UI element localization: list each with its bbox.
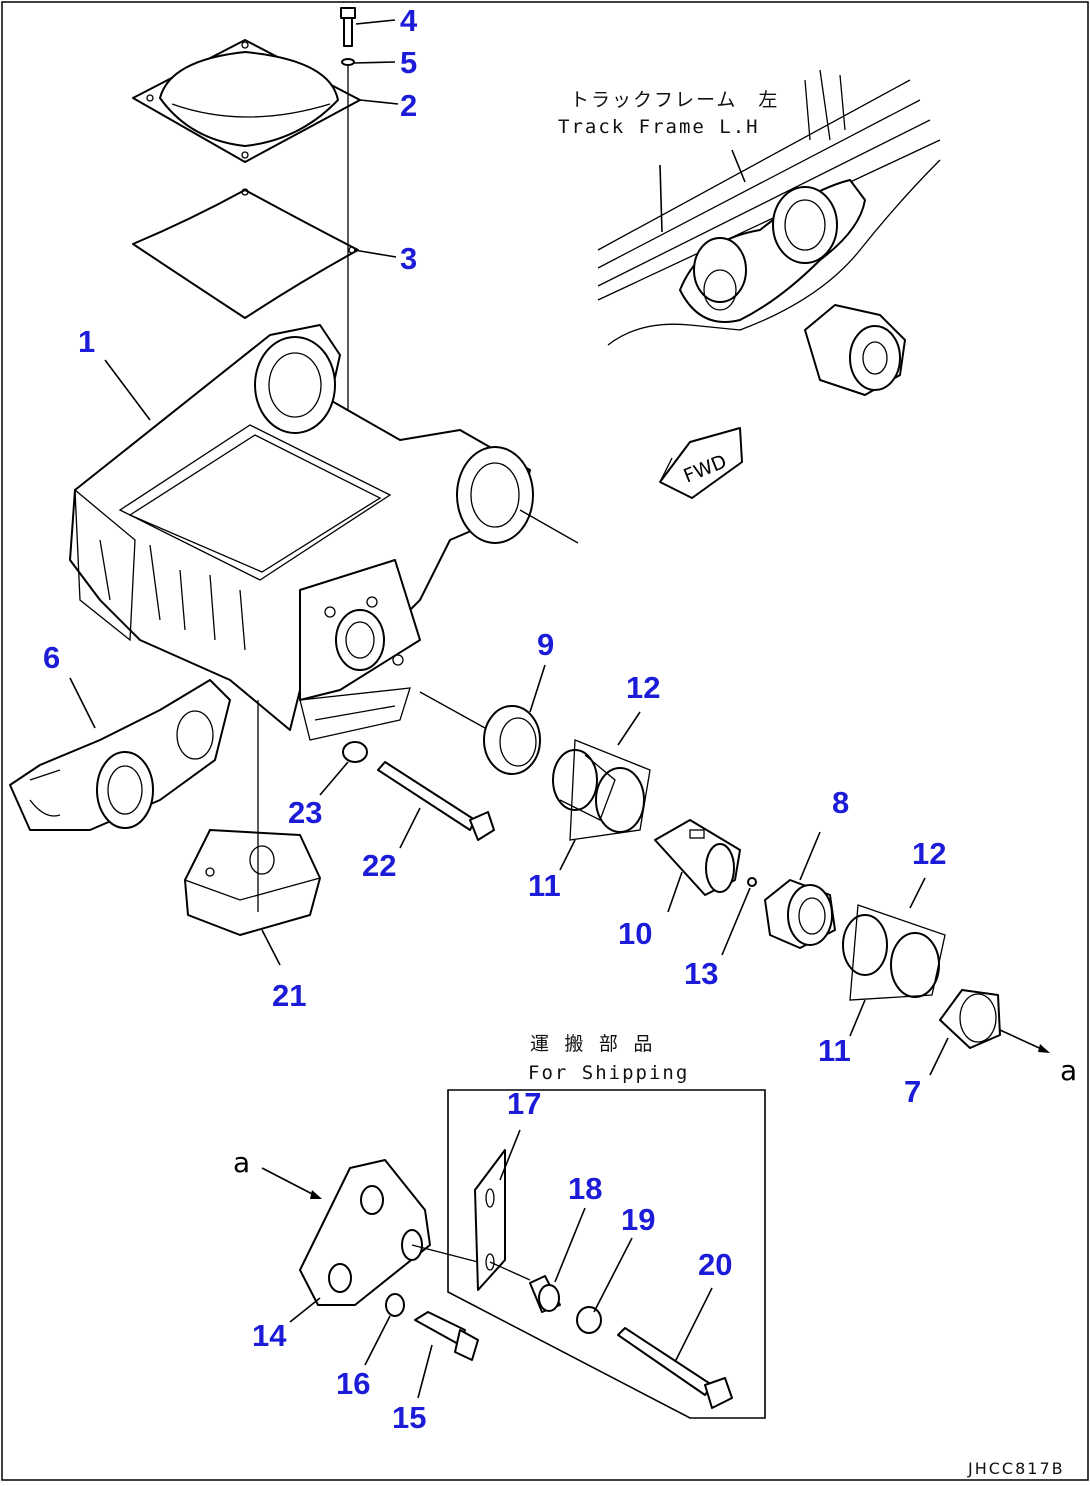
callout-22[interactable]: 22 — [362, 848, 396, 883]
callout-16[interactable]: 16 — [336, 1366, 370, 1401]
part-block-21[interactable] — [184, 829, 321, 936]
part-washer-23[interactable] — [342, 741, 368, 763]
fwd-direction-arrow: FWD — [659, 427, 743, 499]
note-track-frame-jp: トラックフレーム 左 — [570, 89, 779, 111]
callout-8[interactable]: 8 — [832, 785, 849, 820]
part-bushing-11a[interactable] — [552, 739, 651, 841]
track-frame-lh-reference — [597, 69, 941, 396]
part-plug-13[interactable] — [747, 877, 757, 887]
note-shipping-en: For Shipping — [528, 1062, 689, 1084]
part-plate-17[interactable] — [474, 1149, 506, 1291]
callout-7[interactable]: 7 — [904, 1074, 921, 1109]
callout-14[interactable]: 14 — [252, 1318, 287, 1353]
part-bracket-14[interactable] — [299, 1159, 431, 1306]
callout-5[interactable]: 5 — [400, 45, 417, 80]
callout-9[interactable]: 9 — [537, 627, 554, 662]
part-bolt-20[interactable] — [617, 1327, 733, 1409]
part-bolt-15[interactable] — [414, 1311, 479, 1361]
leader-lines — [69, 19, 949, 1399]
drawing-code: JHCC817B — [967, 1459, 1065, 1478]
part-spacer-18[interactable] — [529, 1275, 561, 1313]
callout-19[interactable]: 19 — [621, 1202, 655, 1237]
part-link-6[interactable] — [9, 679, 231, 831]
mark-a-right: a — [1060, 1054, 1077, 1087]
part-washer-16[interactable] — [385, 1293, 405, 1317]
callout-2[interactable]: 2 — [400, 88, 417, 123]
callout-labels: 4 5 2 3 1 6 9 12 23 22 11 8 12 10 13 21 … — [43, 3, 946, 1435]
part-seal-7[interactable] — [939, 989, 1001, 1049]
part-bolt-22[interactable] — [377, 761, 495, 841]
part-seal-9[interactable] — [483, 705, 541, 775]
shipping-parts-frame — [447, 1089, 766, 1419]
callout-21[interactable]: 21 — [272, 978, 306, 1013]
part-washer-19[interactable] — [576, 1306, 602, 1334]
callout-11-lower[interactable]: 11 — [818, 1033, 851, 1068]
callout-13[interactable]: 13 — [684, 956, 718, 991]
callout-23[interactable]: 23 — [288, 795, 322, 830]
part-washer-5[interactable] — [341, 58, 355, 66]
callout-15[interactable]: 15 — [392, 1400, 426, 1435]
part-bolt-4[interactable] — [340, 7, 356, 47]
part-gasket-3[interactable] — [132, 188, 359, 319]
callout-3[interactable]: 3 — [400, 241, 417, 276]
part-cover-2[interactable] — [132, 39, 361, 163]
callout-1[interactable]: 1 — [78, 324, 95, 359]
callout-18[interactable]: 18 — [568, 1171, 602, 1206]
callout-11-upper[interactable]: 11 — [528, 868, 561, 903]
part-pin-10[interactable] — [654, 819, 741, 896]
part-bushing-11b[interactable] — [842, 904, 946, 1001]
note-shipping-jp: 運 搬 部 品 — [530, 1033, 654, 1055]
callout-4[interactable]: 4 — [400, 3, 418, 38]
callout-6[interactable]: 6 — [43, 640, 60, 675]
part-seal-8[interactable] — [764, 879, 836, 949]
callout-20[interactable]: 20 — [698, 1247, 732, 1282]
mark-a-left: a — [233, 1146, 250, 1179]
note-track-frame-en: Track Frame L.H — [558, 116, 760, 138]
callout-12-upper[interactable]: 12 — [626, 670, 660, 705]
callout-12-lower[interactable]: 12 — [912, 836, 946, 871]
callout-10[interactable]: 10 — [618, 916, 652, 951]
callout-17[interactable]: 17 — [507, 1086, 541, 1121]
arrow-from-a-left — [261, 1167, 321, 1199]
part-frame-1[interactable] — [69, 324, 579, 741]
